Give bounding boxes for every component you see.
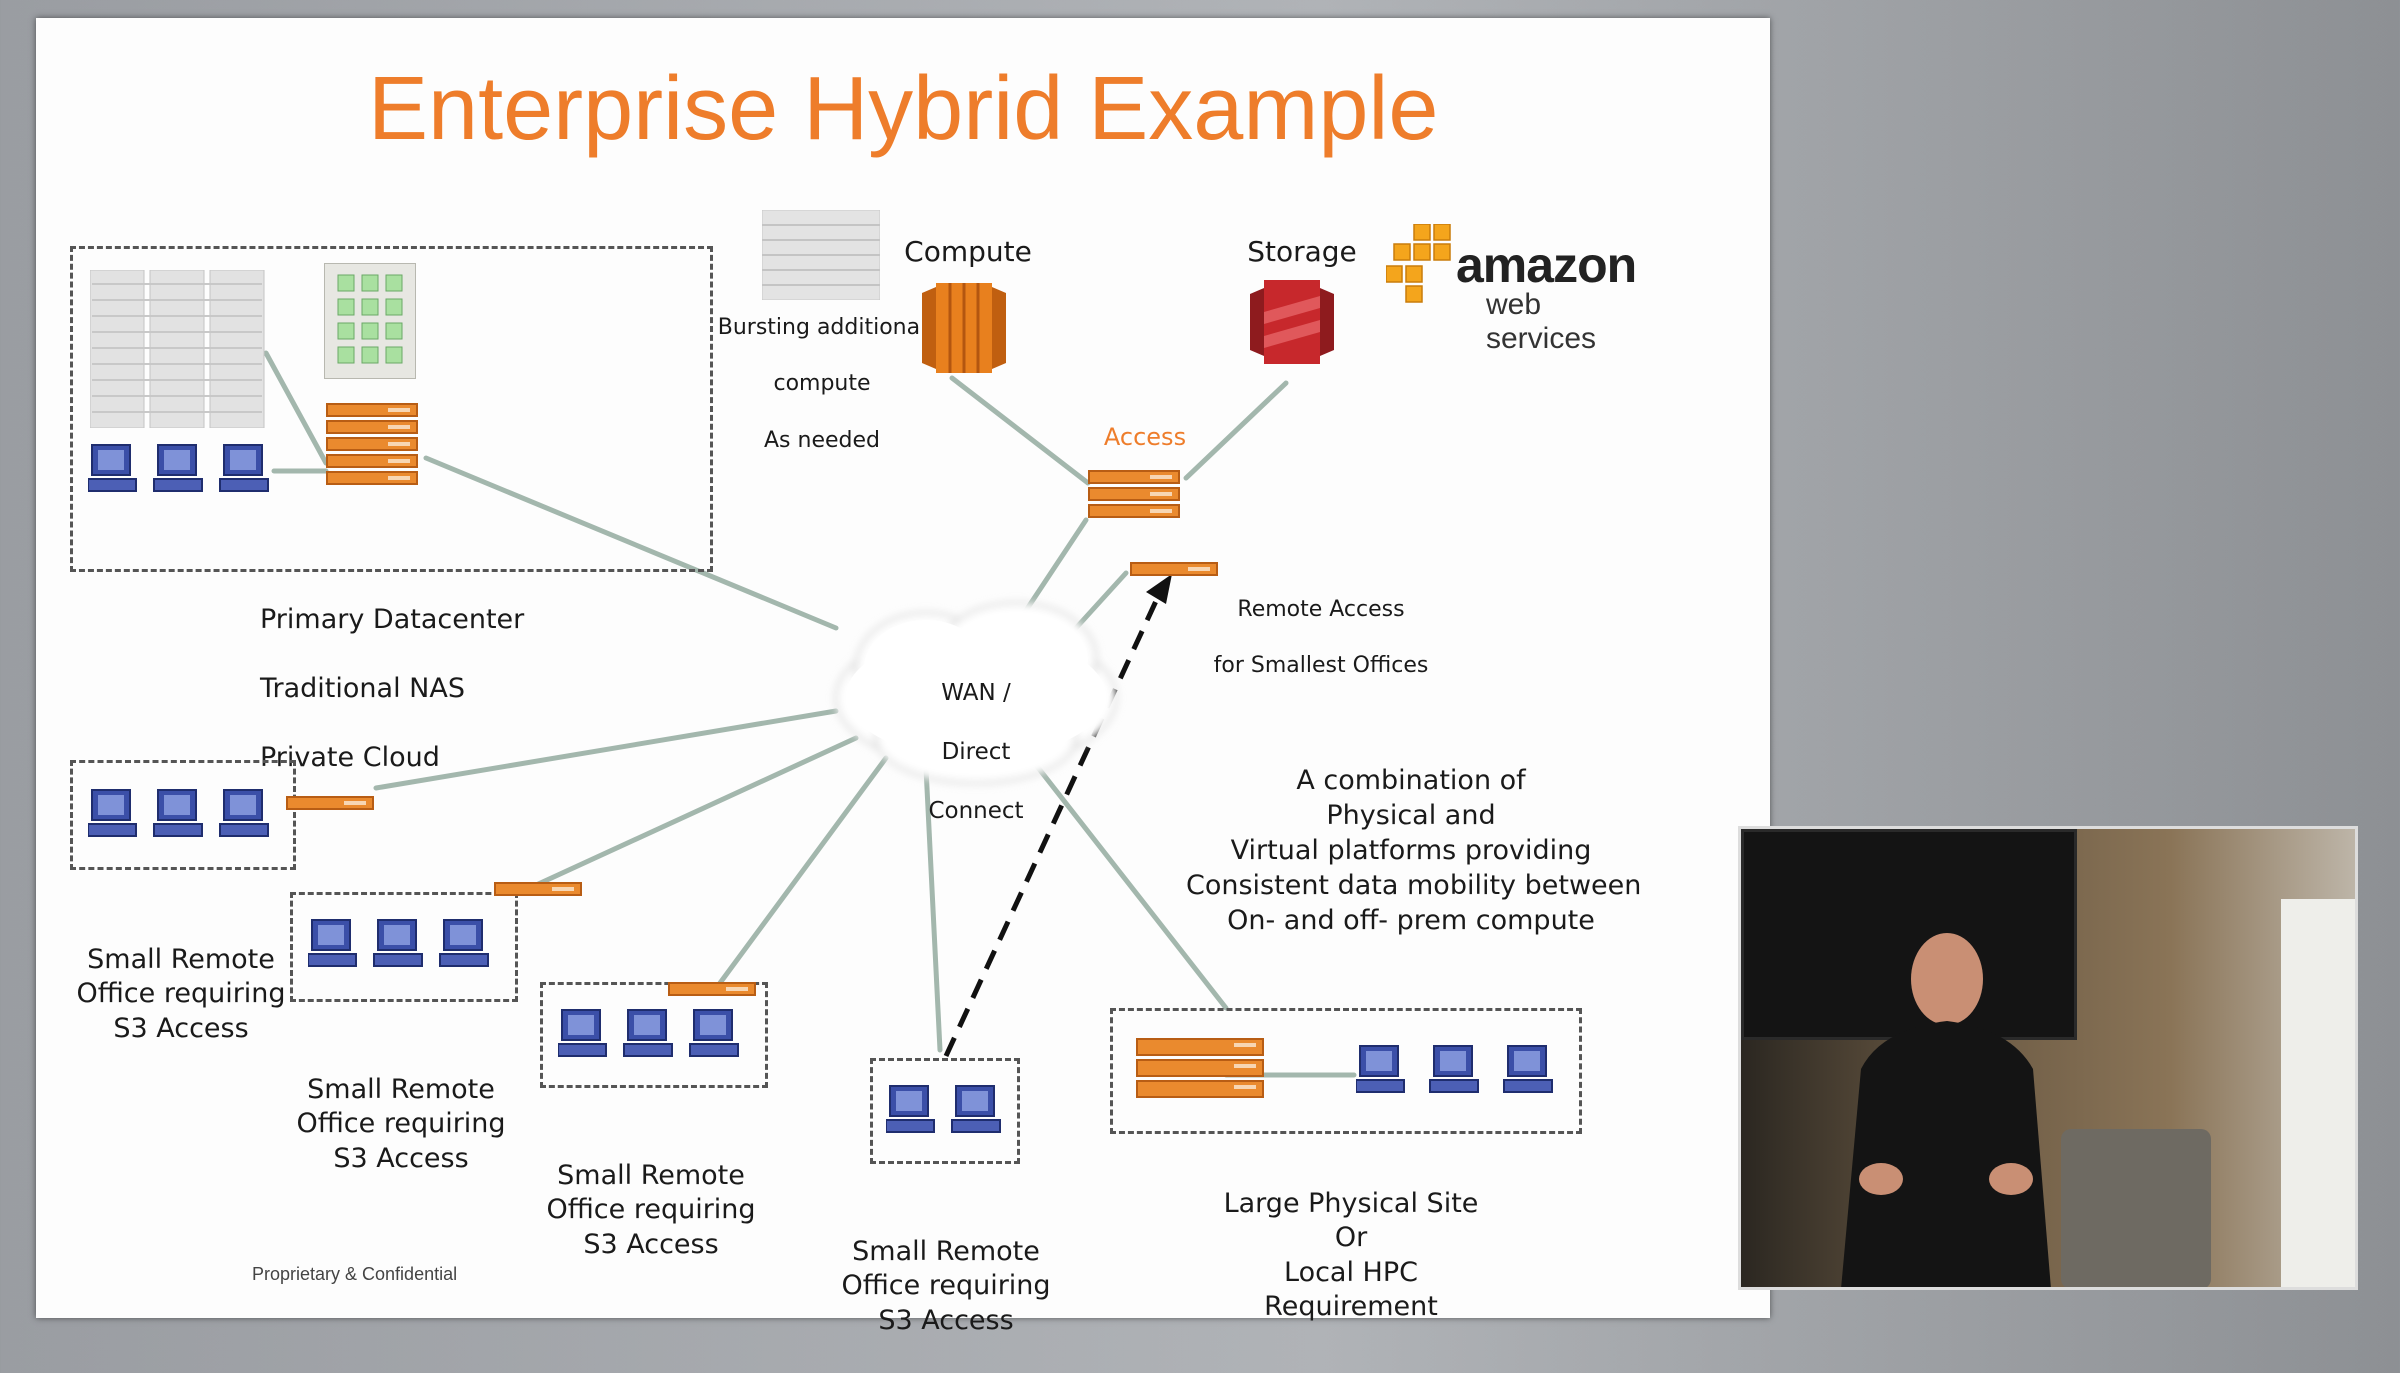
whiteboard [2281,899,2355,1287]
compute-label: Compute [904,235,1032,268]
presenter-figure [1841,933,2051,1287]
bursting-label: Bursting additional compute As needed [717,315,927,453]
office-1-router-icon [286,796,374,813]
office-3-router-icon [668,982,756,999]
aws-logo: amazon web services [1386,206,1646,355]
large-site-box [1110,1008,1582,1134]
footer-text: Proprietary & Confidential [252,1264,458,1284]
computer-icon-group [308,919,489,967]
primary-datacenter-label: Primary Datacenter Traditional NAS Priva… [260,603,525,773]
link-office2-wan [531,735,859,889]
ec2-compute-icon [922,283,1006,373]
link-office1-wan [373,708,839,791]
access-router-icon [1088,470,1180,521]
primary-datacenter-box [70,246,713,572]
computer-icon [88,444,137,492]
large-site-router-icon [1136,1038,1264,1101]
link-rack-router [263,350,329,466]
computer-icon [1356,1045,1405,1093]
link-largesite-wan [1008,730,1229,1011]
chair [2061,1129,2211,1287]
link-storage-access [1183,380,1289,481]
computer-icon-group [558,1009,739,1057]
office-2-box [290,892,518,1002]
link-remote-wan [1073,570,1129,631]
computer-icon-group [88,789,269,837]
server-rack-icon [90,270,265,428]
computer-icon [558,1009,607,1057]
presenter-video [1738,826,2358,1290]
slide: Enterprise Hybrid Example [36,18,1770,1336]
router-icon [326,403,418,488]
arrow-head [1146,574,1172,604]
link-compute-access [949,375,1091,486]
computer-icon-group [886,1085,1001,1133]
dashed-remote-link [943,586,1165,1058]
remote-router-icon [1130,562,1218,579]
s3-storage-icon [1250,280,1334,364]
storage-label: Storage [1247,235,1357,268]
office-4-box [870,1058,1020,1164]
access-label: Access [1103,423,1187,451]
office-1-box [70,760,296,870]
wall-monitor [1741,829,2077,1040]
computer-icon-group [1356,1045,1553,1093]
computer-icon [886,1085,935,1133]
computer-icon [88,789,137,837]
link-access-wan [1018,517,1089,621]
office-2-router-icon [494,882,582,899]
storage-array-icon [324,263,416,379]
computer-icon [308,919,357,967]
link-office4-wan [923,765,943,1053]
connection-lines [263,350,1357,1078]
burst-server-icon [762,210,880,300]
remote-access-label: Remote Access for Smallest Offices [1213,597,1429,679]
link-office3-wan [717,755,889,986]
cloud-icon [834,601,1118,785]
link-datacenter-wan [423,455,839,631]
slide-title: Enterprise Hybrid Example [368,59,1439,159]
computer-icon-group [88,444,269,492]
wan-label: WAN / Direct Connect [928,680,1024,825]
office-3-box [540,982,768,1088]
